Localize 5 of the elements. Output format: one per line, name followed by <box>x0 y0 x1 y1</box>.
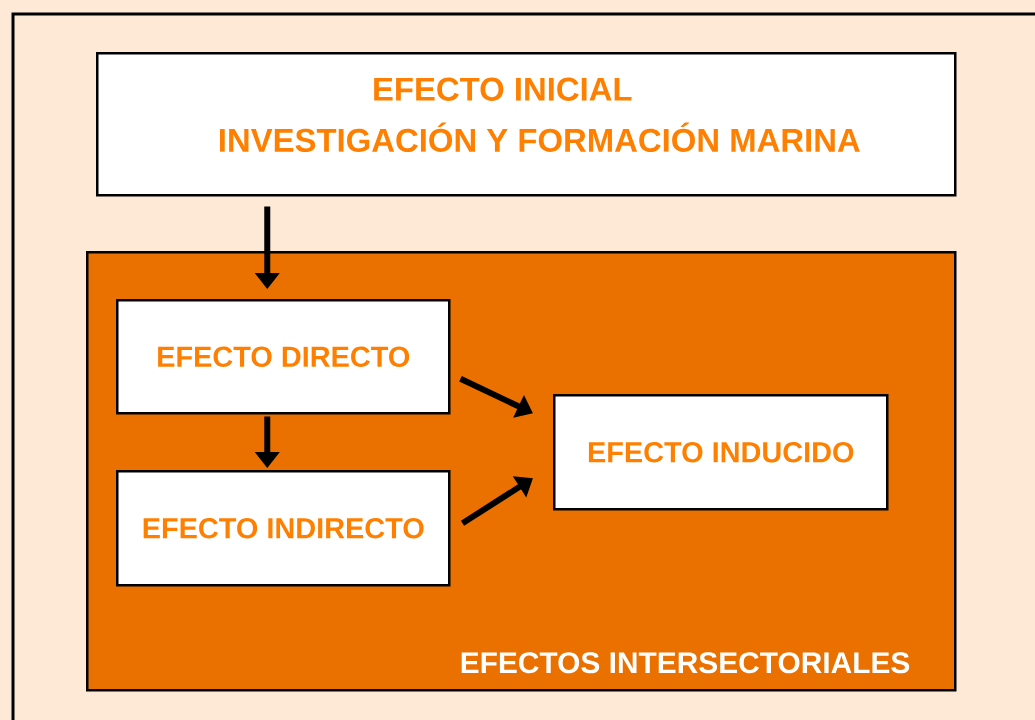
process-box: EFECTO DIRECTO <box>116 299 451 415</box>
arrow <box>460 476 533 526</box>
heading-box: EFECTO INICIAL INVESTIGACIÓN Y FORMACIÓN MARINA <box>96 52 957 197</box>
process-box: EFECTO INDUCIDO <box>553 394 889 511</box>
process-box: EFECTO INDIRECTO <box>116 470 451 587</box>
